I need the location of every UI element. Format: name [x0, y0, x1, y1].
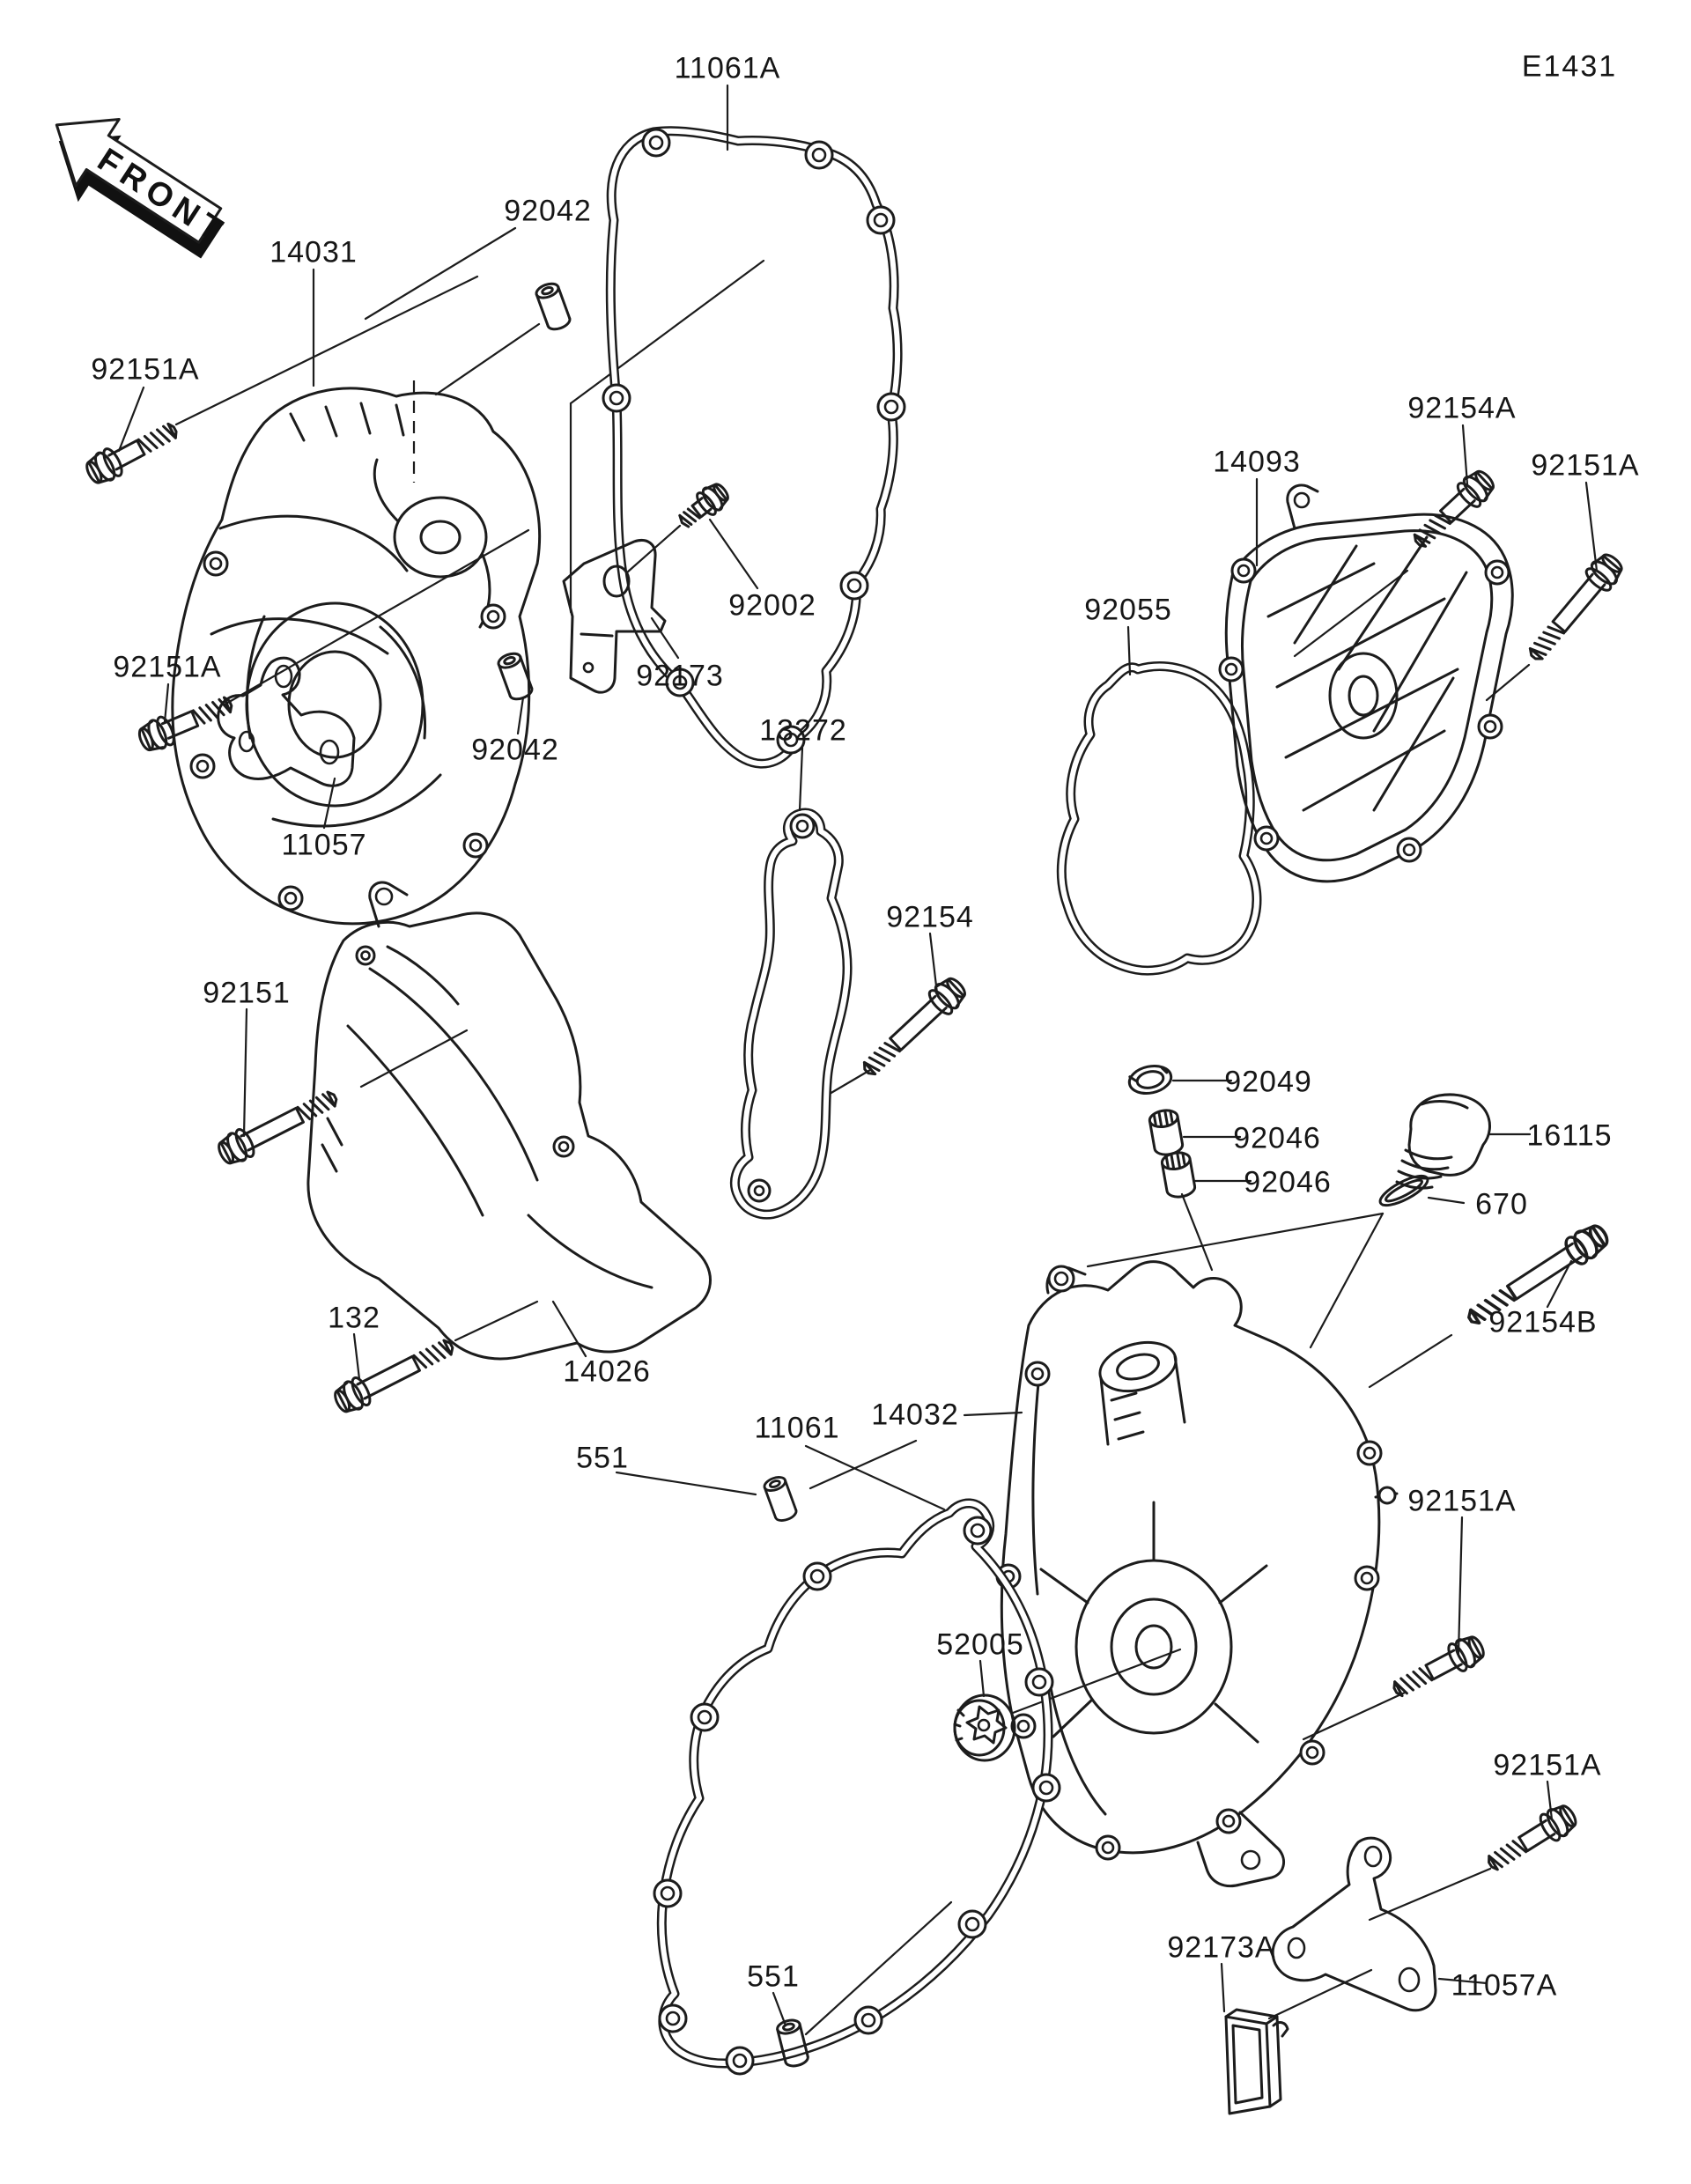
part-label-14026-23: 14026	[563, 1354, 651, 1389]
part-label-92173A-30: 92173A	[1167, 1930, 1276, 1965]
part-label-92151A-3: 92151A	[91, 352, 200, 387]
part-label-92151A-29: 92151A	[1493, 1748, 1602, 1782]
part-drawing-damper-92173A	[1224, 2008, 1289, 2115]
part-drawing-oring-670	[1378, 1174, 1429, 1207]
part-drawing-bearing-92046-lower	[1159, 1149, 1198, 1200]
part-label-11061A-0: 11061A	[674, 51, 781, 85]
part-drawing-gasket-11061A	[602, 126, 906, 769]
part-label-11061-25: 11061	[754, 1411, 840, 1445]
part-label-92042-12: 92042	[471, 733, 559, 767]
part-drawing-cover-14032	[995, 1260, 1399, 1888]
part-label-16115-19: 16115	[1526, 1118, 1613, 1153]
part-drawing-bolt-92151A-bottomright2	[1481, 1799, 1582, 1879]
part-label-92151A-27: 92151A	[1407, 1484, 1517, 1518]
part-label-13272-11: 13272	[759, 713, 847, 748]
part-drawing-bracket-92173	[562, 539, 667, 694]
part-drawing-oil-cap-16115	[1395, 1093, 1491, 1190]
part-drawing-gasket-92055	[1056, 661, 1262, 976]
part-label-11057-13: 11057	[281, 828, 367, 862]
part-drawing-gasket-11061	[653, 1498, 1061, 2076]
part-drawing-cover-14031	[171, 387, 541, 926]
part-label-551-26: 551	[576, 1441, 629, 1475]
part-drawing-bolt-92151-long	[213, 1082, 343, 1170]
part-label-92154B-22: 92154B	[1488, 1305, 1598, 1339]
part-label-92046-17: 92046	[1233, 1121, 1321, 1155]
part-label-92049-16: 92049	[1224, 1065, 1312, 1099]
part-drawing-bolt-92154A	[1406, 464, 1501, 556]
part-drawing-collar-92042-upper	[533, 279, 573, 334]
part-label-92154-14: 92154	[886, 900, 974, 934]
part-drawing-collar-551-upper	[761, 1473, 800, 1524]
part-label-670-20: 670	[1475, 1187, 1528, 1221]
part-label-92151A-6: 92151A	[1531, 448, 1640, 483]
part-label-92173-10: 92173	[636, 659, 724, 693]
part-drawing-oil-pump-gear-52005	[953, 1693, 1016, 1762]
part-label-132-21: 132	[328, 1301, 380, 1335]
part-drawing-bolt-92154	[854, 971, 972, 1084]
part-label-14032-24: 14032	[871, 1398, 959, 1432]
part-drawing-bracket-11057	[217, 656, 356, 787]
front-direction-arrow: FRONT	[55, 117, 233, 259]
part-label-92046-18: 92046	[1244, 1165, 1332, 1199]
part-label-92151A-9: 92151A	[113, 650, 222, 684]
part-label-92055-8: 92055	[1084, 593, 1172, 627]
part-drawing-bearing-92046-upper	[1147, 1107, 1185, 1158]
construction-lines	[174, 259, 1531, 2036]
part-drawing-gasket-13272	[730, 808, 853, 1220]
part-drawing-bolt-92151A-leftmid	[134, 688, 238, 756]
part-label-92002-7: 92002	[728, 588, 816, 623]
part-label-551-32: 551	[747, 1959, 800, 1994]
part-label-92154A-4: 92154A	[1407, 391, 1517, 425]
part-drawing-seal-92049	[1127, 1065, 1173, 1095]
part-label-14093-5: 14093	[1213, 445, 1301, 479]
part-drawing-cover-14026	[306, 881, 712, 1361]
part-label-92151-15: 92151	[203, 976, 291, 1010]
part-label-14031-2: 14031	[270, 235, 358, 269]
part-drawing-bolt-92002	[672, 477, 735, 535]
leader-lines	[117, 84, 1599, 2027]
part-drawing-bolt-132-long	[329, 1331, 460, 1419]
part-drawing-bolt-92151A-topright	[1520, 548, 1628, 668]
part-label-11057A-31: 11057A	[1451, 1968, 1558, 2003]
part-label-52005-28: 52005	[936, 1627, 1024, 1662]
part-drawing-bolt-92151A-topleft	[81, 414, 184, 490]
part-drawing-cover-14093	[1218, 483, 1514, 883]
part-drawing-bracket-11057A	[1271, 1836, 1437, 2012]
part-label-92042-1: 92042	[504, 194, 592, 228]
diagram-code: E1431	[1521, 49, 1618, 84]
